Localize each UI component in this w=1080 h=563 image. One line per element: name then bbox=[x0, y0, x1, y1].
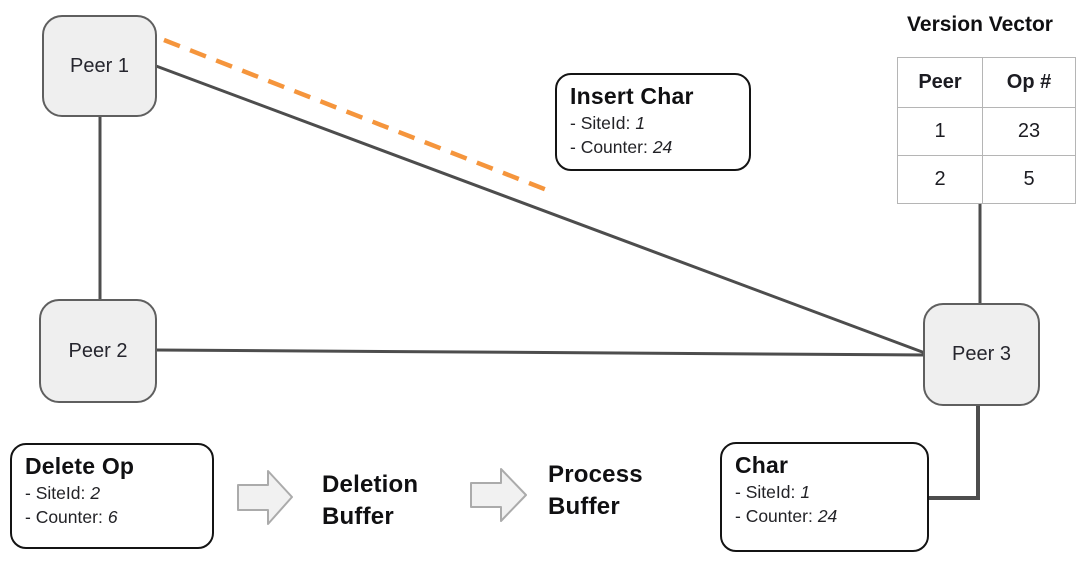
char-siteid: - SiteId:1 bbox=[735, 481, 811, 502]
peer3-label: Peer 3 bbox=[952, 343, 1011, 365]
version-vector-header-row: Peer Op # bbox=[897, 57, 1076, 108]
right-block-arrow-icon bbox=[470, 468, 527, 522]
vv-cell-peer: 2 bbox=[897, 155, 983, 204]
edge-insert-broadcast-dashed bbox=[163, 37, 553, 195]
delete-op-counter: - Counter:6 bbox=[25, 506, 118, 527]
char-note: Char - SiteId:1 - Counter:24 bbox=[720, 442, 929, 552]
char-counter: - Counter:24 bbox=[735, 505, 838, 526]
table-row: 1 23 bbox=[897, 107, 1076, 156]
peer1-node: Peer 1 bbox=[42, 15, 157, 117]
peer1-label: Peer 1 bbox=[70, 54, 129, 77]
insert-char-siteid: - SiteId:1 bbox=[570, 112, 646, 133]
version-vector-title: Version Vector bbox=[907, 13, 1053, 36]
right-block-arrow-icon bbox=[237, 470, 293, 525]
edge-peer1-peer3 bbox=[155, 64, 926, 355]
edge-peer3-char bbox=[929, 405, 980, 500]
vv-cell-opnum: 5 bbox=[982, 155, 1076, 204]
insert-char-note: Insert Char - SiteId:1 - Counter:24 bbox=[555, 73, 751, 171]
char-title: Char bbox=[735, 452, 789, 478]
edge-peer2-peer3 bbox=[155, 348, 926, 357]
vv-cell-peer: 1 bbox=[897, 107, 983, 156]
deletion-buffer-label: Deletion Buffer bbox=[322, 471, 419, 530]
vv-cell-opnum: 23 bbox=[982, 107, 1076, 156]
process-buffer-label: Process Buffer bbox=[548, 461, 643, 520]
delete-op-note: Delete Op - SiteId:2 - Counter:6 bbox=[10, 443, 214, 549]
version-vector-table: Peer Op # 1 23 2 5 bbox=[897, 57, 1076, 204]
peer2-node: Peer 2 bbox=[39, 299, 157, 403]
insert-char-counter: - Counter:24 bbox=[570, 136, 673, 157]
peer2-label: Peer 2 bbox=[68, 339, 128, 362]
delete-op-siteid: - SiteId:2 bbox=[25, 482, 101, 503]
vv-header-peer: Peer bbox=[897, 57, 983, 108]
vv-header-opnum: Op # bbox=[982, 57, 1076, 108]
peer3-node: Peer 3 bbox=[923, 303, 1040, 406]
delete-op-title: Delete Op bbox=[25, 453, 135, 479]
table-row: 2 5 bbox=[897, 155, 1076, 204]
insert-char-title: Insert Char bbox=[570, 83, 694, 109]
